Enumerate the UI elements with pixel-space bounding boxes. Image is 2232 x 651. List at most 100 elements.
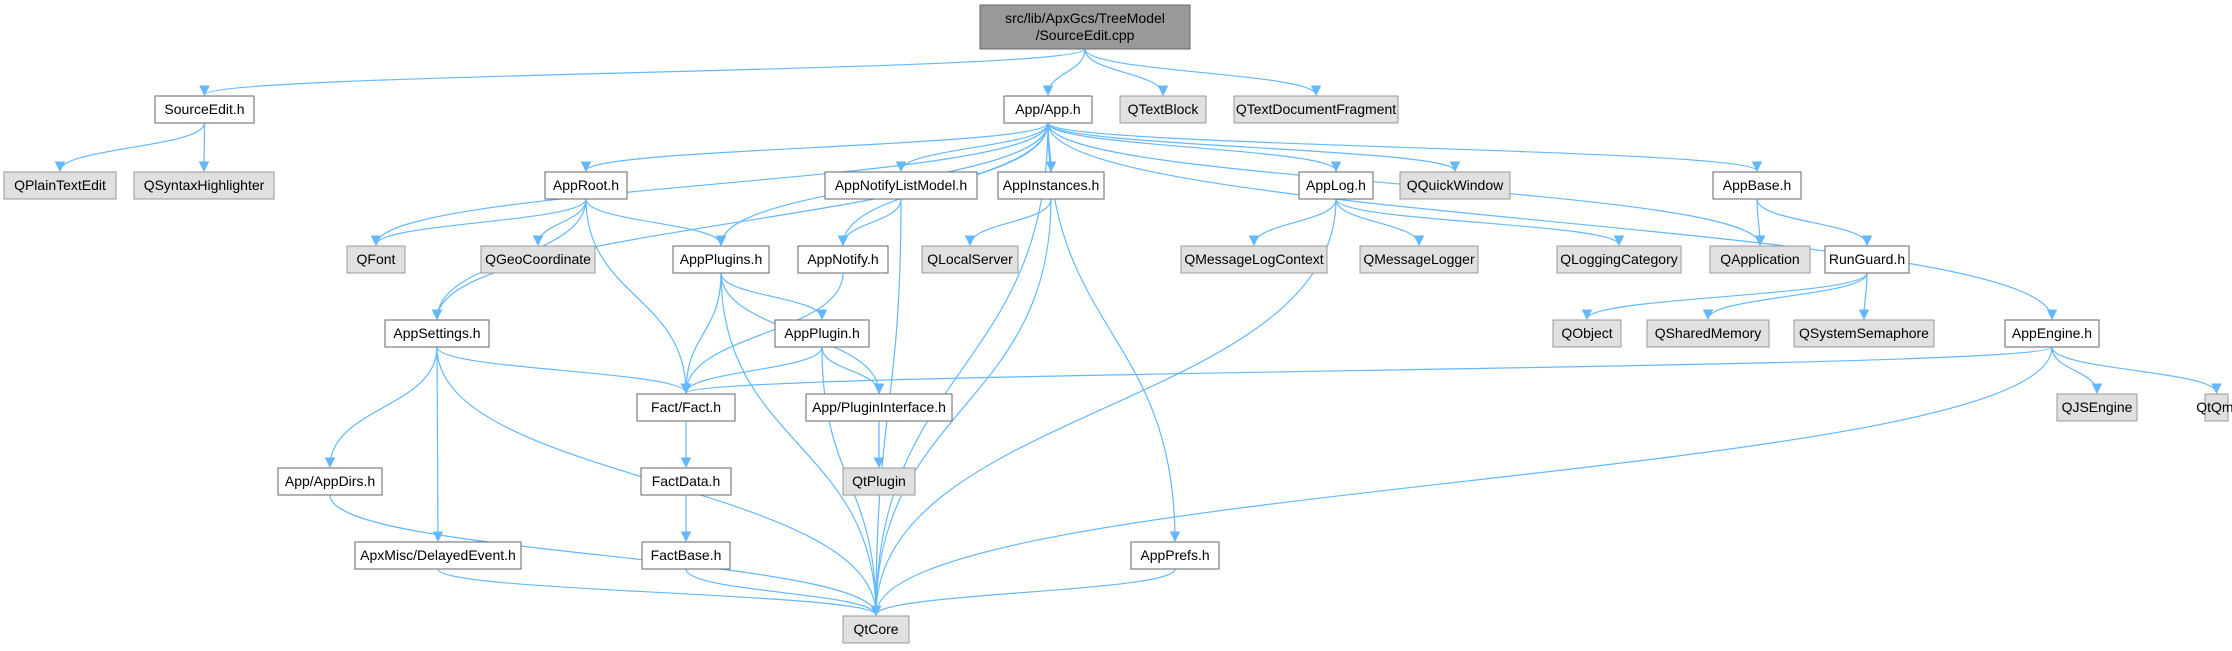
edge-appprefs_h-to-qtcore bbox=[870, 568, 1176, 617]
node-qapplication: QApplication bbox=[1709, 245, 1811, 274]
node-box bbox=[2004, 319, 2100, 348]
edge-app_h-to-appengine_h bbox=[1047, 122, 2058, 321]
node-label: AppInstances.h bbox=[1003, 177, 1100, 193]
node-label: QSyntaxHighlighter bbox=[144, 177, 265, 193]
node-label: App/PluginInterface.h bbox=[812, 399, 946, 415]
node-fact_h[interactable]: Fact/Fact.h bbox=[636, 393, 736, 422]
edge-applog_h-to-qmessagelogger bbox=[1335, 198, 1425, 247]
node-appengine_h[interactable]: AppEngine.h bbox=[2004, 319, 2100, 348]
node-box bbox=[354, 541, 522, 570]
node-label: QLocalServer bbox=[927, 251, 1013, 267]
edge-app_h-to-appbase_h bbox=[1047, 122, 1763, 173]
node-appsettings_h[interactable]: AppSettings.h bbox=[384, 319, 490, 348]
node-qloggingcategory: QLoggingCategory bbox=[1556, 245, 1682, 274]
node-label: ApxMisc/DelayedEvent.h bbox=[360, 547, 516, 563]
node-box bbox=[979, 4, 1191, 50]
edge-appbase_h-to-qapplication bbox=[1754, 198, 1766, 247]
node-label: AppLog.h bbox=[1306, 177, 1366, 193]
edge-appsettings_h-to-appdirs_h bbox=[324, 346, 438, 469]
nodes: src/lib/ApxGcs/TreeModel/SourceEdit.cppS… bbox=[3, 4, 2232, 644]
edge-runguard_h-to-qsystemsemaphore bbox=[1858, 272, 1870, 321]
node-qjsengine: QJSEngine bbox=[2056, 393, 2138, 422]
edge-app_h-to-approot_h bbox=[580, 122, 1049, 173]
node-box bbox=[797, 245, 889, 274]
node-box bbox=[842, 467, 916, 496]
node-box bbox=[636, 393, 736, 422]
node-applog_h[interactable]: AppLog.h bbox=[1298, 171, 1374, 200]
node-appdirs_h[interactable]: App/AppDirs.h bbox=[277, 467, 383, 496]
node-appplugin_h[interactable]: AppPlugin.h bbox=[774, 319, 870, 348]
edge-appengine_h-to-fact_h bbox=[681, 346, 2053, 395]
node-qtextblock: QTextBlock bbox=[1119, 95, 1207, 124]
node-box bbox=[1298, 171, 1374, 200]
node-delayedevent_h[interactable]: ApxMisc/DelayedEvent.h bbox=[354, 541, 522, 570]
node-box bbox=[1130, 541, 1220, 570]
node-qquickwindow: QQuickWindow bbox=[1399, 171, 1511, 200]
edge-factbase_h-to-qtcore bbox=[685, 568, 882, 617]
node-factdata_h[interactable]: FactData.h bbox=[640, 467, 732, 496]
node-label: AppNotifyListModel.h bbox=[835, 177, 967, 193]
node-box bbox=[1824, 245, 1910, 274]
node-app_h[interactable]: App/App.h bbox=[1003, 95, 1093, 124]
node-qtextdocumentfragment: QTextDocumentFragment bbox=[1233, 95, 1399, 124]
node-appnotifylistmodel_h[interactable]: AppNotifyListModel.h bbox=[824, 171, 978, 200]
node-box bbox=[824, 171, 978, 200]
node-label: QQuickWindow bbox=[1407, 177, 1504, 193]
edge-app_h-to-appnotifylistmodel_h bbox=[895, 122, 1049, 173]
node-label: AppPlugins.h bbox=[680, 251, 763, 267]
node-box bbox=[1712, 171, 1802, 200]
node-box bbox=[1359, 245, 1479, 274]
node-sourceedit_h[interactable]: SourceEdit.h bbox=[154, 95, 255, 124]
node-label: QObject bbox=[1561, 325, 1612, 341]
edge-applog_h-to-qloggingcategory bbox=[1335, 198, 1625, 247]
node-appplugins_h[interactable]: AppPlugins.h bbox=[672, 245, 770, 274]
node-label: AppBase.h bbox=[1723, 177, 1792, 193]
node-label: QJSEngine bbox=[2062, 399, 2133, 415]
node-factbase_h[interactable]: FactBase.h bbox=[641, 541, 731, 570]
node-box bbox=[1556, 245, 1682, 274]
node-box bbox=[154, 95, 255, 124]
node-qtqml: QtQml bbox=[2196, 393, 2232, 422]
node-label: QtQml bbox=[2196, 399, 2232, 415]
node-label: QTextBlock bbox=[1128, 101, 1200, 117]
node-label: AppRoot.h bbox=[553, 177, 619, 193]
edge-appinstances_h-to-qlocalserver bbox=[964, 198, 1052, 247]
node-box bbox=[1180, 245, 1328, 274]
node-qfont: QFont bbox=[346, 245, 406, 274]
node-box bbox=[1233, 95, 1399, 124]
edge-approot_h-to-fact_h bbox=[585, 198, 692, 395]
edge-app_h-to-appsettings_h bbox=[431, 122, 1049, 321]
node-runguard_h[interactable]: RunGuard.h bbox=[1824, 245, 1910, 274]
node-approot_h[interactable]: AppRoot.h bbox=[544, 171, 628, 200]
edge-appsettings_h-to-fact_h bbox=[436, 346, 692, 395]
node-box bbox=[277, 467, 383, 496]
edge-appinstances_h-to-qtcore bbox=[870, 198, 1052, 617]
edge-appengine_h-to-qtcore bbox=[870, 346, 2053, 617]
node-appnotify_h[interactable]: AppNotify.h bbox=[797, 245, 889, 274]
node-apppluginterface_h[interactable]: App/PluginInterface.h bbox=[805, 393, 953, 422]
node-qobject: QObject bbox=[1552, 319, 1622, 348]
node-label: AppPrefs.h bbox=[1140, 547, 1209, 563]
node-label: QSystemSemaphore bbox=[1799, 325, 1929, 341]
edge-appplugins_h-to-qtcore bbox=[720, 272, 882, 617]
edge-app_h-to-qtcore bbox=[870, 122, 1049, 617]
node-qlocalserver: QLocalServer bbox=[921, 245, 1019, 274]
node-box bbox=[641, 541, 731, 570]
node-label: AppNotify.h bbox=[807, 251, 878, 267]
node-appbase_h[interactable]: AppBase.h bbox=[1712, 171, 1802, 200]
node-label: QtCore bbox=[853, 621, 898, 637]
node-box bbox=[3, 171, 117, 200]
node-qmessagelogger: QMessageLogger bbox=[1359, 245, 1479, 274]
node-qplaintextedit: QPlainTextEdit bbox=[3, 171, 117, 200]
edge-root-to-qtextdocumentfragment bbox=[1084, 48, 1322, 97]
node-label: QSharedMemory bbox=[1655, 325, 1762, 341]
node-box bbox=[1399, 171, 1511, 200]
edge-appdirs_h-to-qtcore bbox=[329, 494, 882, 617]
node-appinstances_h[interactable]: AppInstances.h bbox=[997, 171, 1105, 200]
node-label: QGeoCoordinate bbox=[485, 251, 591, 267]
node-qgeocoordinate: QGeoCoordinate bbox=[480, 245, 596, 274]
node-appprefs_h[interactable]: AppPrefs.h bbox=[1130, 541, 1220, 570]
node-label: AppSettings.h bbox=[393, 325, 480, 341]
node-root[interactable]: src/lib/ApxGcs/TreeModel/SourceEdit.cpp bbox=[979, 4, 1191, 50]
node-box bbox=[997, 171, 1105, 200]
